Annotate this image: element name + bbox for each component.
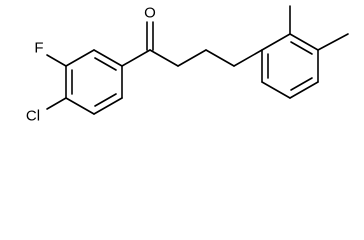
chlorine-atom-label: Cl <box>26 108 40 125</box>
ring-bond <box>65 49 95 67</box>
ring-bond <box>289 81 319 99</box>
structural-formula: O F Cl <box>26 5 349 125</box>
right-benzene-ring <box>261 33 319 99</box>
c-f-bond <box>46 54 67 67</box>
aromatic-inner-bond <box>290 77 313 91</box>
ring-bond <box>93 49 123 67</box>
methyl-bond-meta <box>317 33 349 51</box>
aromatic-inner-bond <box>290 41 313 55</box>
fluorine-atom-label: F <box>34 40 43 57</box>
ring-bond <box>261 81 291 99</box>
ring-bond <box>93 97 123 115</box>
ring-bond <box>289 33 319 51</box>
ring-to-carbonyl-bond <box>121 49 151 67</box>
chain-bond-3 <box>205 49 235 67</box>
c-cl-bond <box>46 97 67 110</box>
chain-bond-1 <box>149 49 179 67</box>
left-benzene-ring <box>65 49 123 115</box>
aromatic-inner-bond <box>94 93 117 107</box>
oxygen-atom-label: O <box>144 5 156 22</box>
ring-bond <box>65 97 95 115</box>
ring-bond <box>261 33 291 51</box>
aromatic-inner-bond <box>94 57 117 71</box>
chain-bond-4 <box>233 49 263 67</box>
chain-bond-2 <box>177 49 207 67</box>
